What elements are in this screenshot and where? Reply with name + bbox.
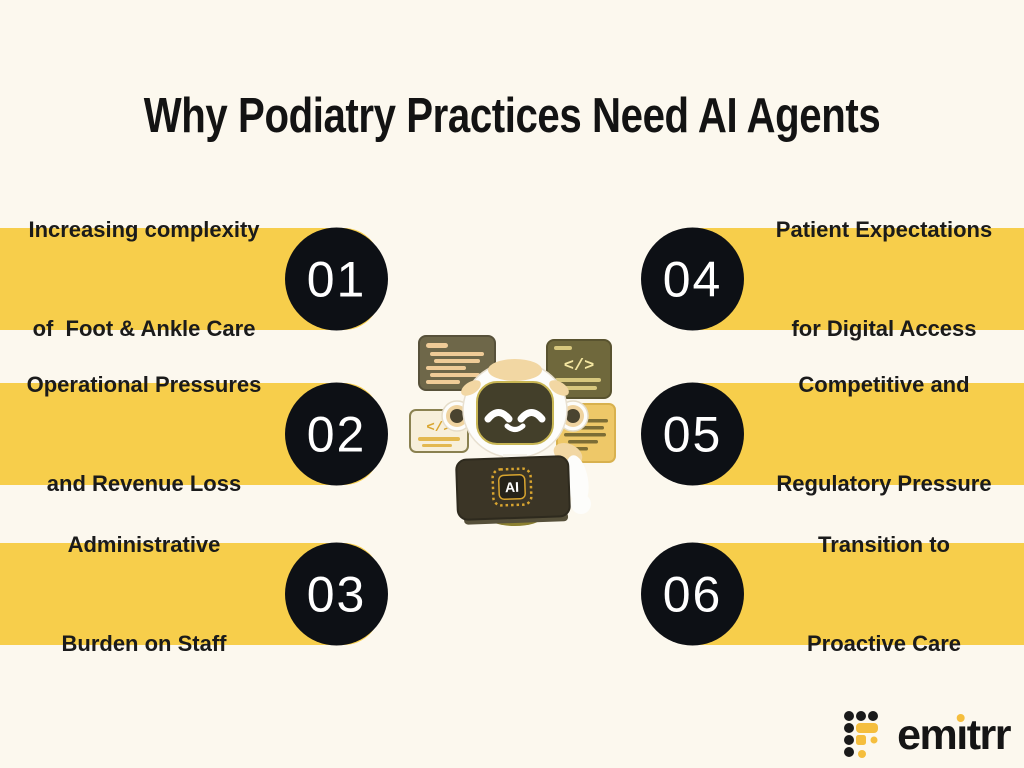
item-text-02: Operational Pressures and Revenue Loss: [2, 302, 286, 566]
item-number-badge-03: 03: [285, 542, 388, 646]
item-text-06: Transition to Proactive Care: [746, 462, 1022, 726]
item-banner-01: Increasing complexity of Foot & Ankle Ca…: [0, 217, 388, 341]
item-number: 01: [306, 251, 367, 307]
robot-smile: [504, 423, 526, 432]
item-number: 02: [306, 406, 367, 462]
logo-text-pre: em: [897, 710, 958, 759]
robot-head: [461, 359, 569, 459]
robot-eye-left: [484, 409, 513, 423]
logo-i-stem: ı: [956, 710, 968, 759]
robot-arm: [565, 455, 589, 505]
item-text-01: Increasing complexity of Foot & Ankle Ca…: [2, 147, 286, 411]
robot-svg: </> </>: [409, 335, 616, 526]
item-line2: Proactive Care: [806, 631, 962, 656]
item-number: 04: [662, 251, 723, 307]
logo-text-post: trr: [966, 710, 1012, 759]
item-number-badge-04: 04: [641, 227, 744, 331]
item-line2: and Revenue Loss: [46, 471, 242, 496]
logo-letter-i: ı: [956, 710, 968, 759]
item-text-04: Patient Expectations for Digital Access: [746, 147, 1022, 411]
item-number-badge-05: 05: [641, 382, 744, 486]
logo-i-dot: [957, 713, 966, 722]
robot-eye-right: [517, 409, 546, 423]
item-line2: for Digital Access: [791, 316, 977, 341]
item-banner-04: Patient Expectations for Digital Access …: [641, 217, 1024, 341]
item-text-03: Administrative Burden on Staff: [2, 462, 286, 726]
item-number-badge-06: 06: [641, 542, 744, 646]
item-banner-06: Transition to Proactive Care 06: [641, 532, 1024, 656]
item-line1: Patient Expectations: [775, 217, 993, 242]
ai-chip-border: [491, 467, 533, 507]
item-number: 03: [306, 566, 367, 622]
item-line1: Increasing complexity: [28, 217, 260, 242]
item-line1: Competitive and: [798, 372, 970, 397]
item-line2: Burden on Staff: [61, 631, 227, 656]
item-number-badge-01: 01: [285, 227, 388, 331]
item-text-05: Competitive and Regulatory Pressure: [746, 302, 1022, 566]
item-banner-05: Competitive and Regulatory Pressure 05: [641, 372, 1024, 496]
item-line1: Transition to: [818, 532, 950, 557]
code-icon: </>: [564, 357, 595, 376]
emitrr-logo-mark-icon: [844, 711, 879, 758]
item-line2: of Foot & Ankle Care: [32, 316, 256, 341]
robot-laptop: AI: [455, 455, 571, 525]
code-panel-top-left-icon: [418, 335, 496, 391]
item-number: 06: [662, 566, 723, 622]
item-banner-03: Administrative Burden on Staff 03: [0, 532, 388, 656]
item-number-badge-02: 02: [285, 382, 388, 486]
item-banner-02: Operational Pressures and Revenue Loss 0…: [0, 372, 388, 496]
page-title: Why Podiatry Practices Need AI Agents: [143, 89, 881, 143]
item-number: 05: [662, 406, 723, 462]
ai-chip-label: AI: [505, 479, 520, 495]
ai-robot-illustration: </> </>: [405, 318, 619, 530]
item-line1: Administrative: [67, 532, 221, 557]
item-line2: Regulatory Pressure: [776, 471, 992, 496]
item-line1: Operational Pressures: [26, 372, 262, 397]
